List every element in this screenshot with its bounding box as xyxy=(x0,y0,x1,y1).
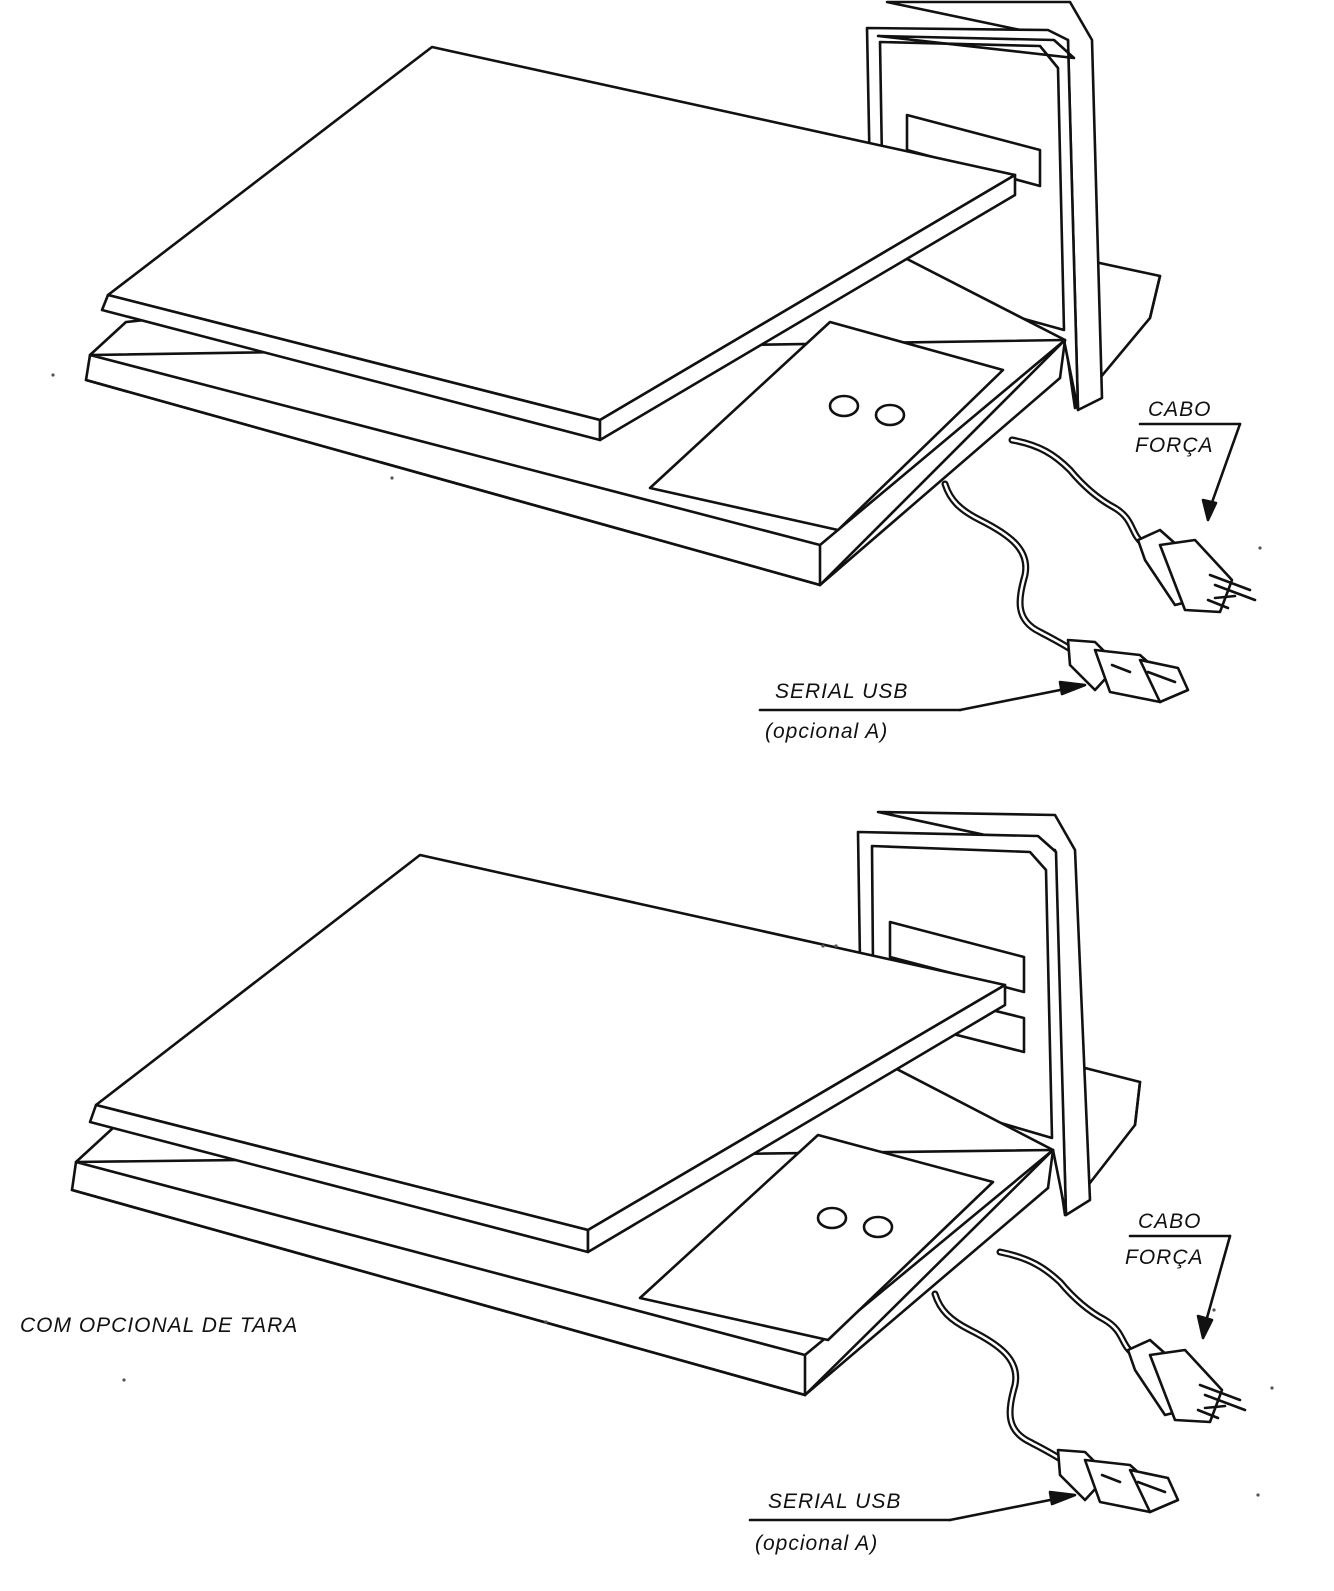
scale-figure-top: CABO FORÇA SERIAL USB (opcional A) xyxy=(84,0,1257,743)
usb-label-top: SERIAL USB xyxy=(768,1490,901,1513)
usb-plug xyxy=(1066,638,1190,704)
display-window-1 xyxy=(888,920,1026,994)
keypad-panel xyxy=(638,1133,995,1342)
usb-label-top: SERIAL USB xyxy=(775,680,908,703)
power-leader-arrow-icon xyxy=(1196,1314,1214,1340)
power-label-top: CABO xyxy=(1138,1210,1202,1233)
usb-cable xyxy=(941,480,1190,704)
keypad-panel xyxy=(648,320,1005,532)
power-cable-callout: CABO FORÇA xyxy=(1125,1210,1232,1340)
usb-leader-line xyxy=(948,1495,1067,1522)
caption-text: COM OPCIONAL DE TARA xyxy=(20,1314,298,1337)
power-leader-line xyxy=(1203,1234,1232,1327)
power-label-bottom: FORÇA xyxy=(1125,1246,1204,1269)
usb-cable xyxy=(931,1290,1180,1514)
power-cable xyxy=(996,1248,1247,1424)
usb-plug xyxy=(1056,1448,1180,1514)
usb-label-bottom: (opcional A) xyxy=(755,1532,878,1555)
weighing-platform xyxy=(100,45,1017,442)
weighing-platform xyxy=(88,853,1007,1254)
usb-leader-line xyxy=(958,685,1077,712)
power-leader-line xyxy=(1208,422,1242,510)
usb-leader-arrow-icon xyxy=(1048,1490,1077,1506)
usb-label-bottom: (opcional A) xyxy=(765,720,888,743)
usb-callout: SERIAL USB (opcional A) xyxy=(748,1490,1077,1555)
display-window xyxy=(905,113,1042,188)
scale-figure-bottom: CABO FORÇA SERIAL USB (opcional A) COM O… xyxy=(20,810,1247,1555)
power-label-bottom: FORÇA xyxy=(1135,434,1214,457)
scan-specks xyxy=(51,373,1274,1497)
usb-callout: SERIAL USB (opcional A) xyxy=(758,680,1087,743)
power-plug xyxy=(1136,528,1257,614)
power-cable xyxy=(1008,436,1257,614)
keypad-button-1 xyxy=(828,394,860,418)
power-label-top: CABO xyxy=(1148,398,1212,421)
usb-leader-arrow-icon xyxy=(1058,680,1087,696)
keypad-button-1 xyxy=(816,1206,848,1230)
power-leader-arrow-icon xyxy=(1201,498,1218,522)
power-plug xyxy=(1126,1338,1247,1424)
keypad-button-2 xyxy=(862,1215,894,1239)
power-cable-callout: CABO FORÇA xyxy=(1135,398,1242,522)
keypad-button-2 xyxy=(874,403,906,427)
